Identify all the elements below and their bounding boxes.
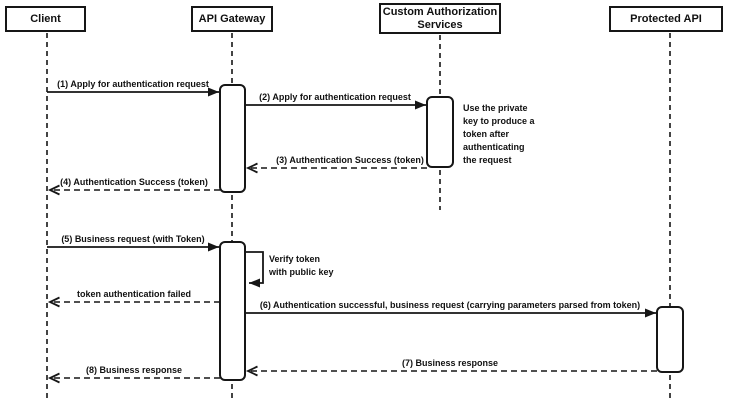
participant-custom-authorization-services: Custom Authorization Services bbox=[379, 3, 501, 34]
msg1-label: (1) Apply for authentication request bbox=[57, 79, 209, 89]
activation-protected-api bbox=[656, 306, 684, 373]
participant-client: Client bbox=[5, 6, 86, 32]
msg3-label: (3) Authentication Success (token) bbox=[276, 155, 424, 165]
activation-custom-auth bbox=[426, 96, 454, 168]
activation-api-gateway-business bbox=[219, 241, 246, 381]
msg7-label: (7) Business response bbox=[401, 358, 499, 368]
token-auth-failed-label: token authentication failed bbox=[76, 289, 191, 299]
msg8-label: (8) Business response bbox=[85, 365, 183, 375]
msg4-label: (4) Authentication Success (token) bbox=[60, 177, 208, 187]
private-key-note: Use the private key to produce a token a… bbox=[463, 103, 535, 165]
participant-protected-api: Protected API bbox=[609, 6, 723, 32]
arrow-self-verify-token bbox=[245, 251, 264, 288]
self-msg-verify-token-label: Verify token with public key bbox=[269, 254, 334, 277]
msg2-label: (2) Apply for authentication request bbox=[259, 92, 411, 102]
participant-api-gateway: API Gateway bbox=[191, 6, 273, 32]
activation-api-gateway-auth bbox=[219, 84, 246, 193]
msg6-label: (6) Authentication successful, business … bbox=[259, 300, 641, 310]
msg5-label: (5) Business request (with Token) bbox=[61, 234, 205, 244]
